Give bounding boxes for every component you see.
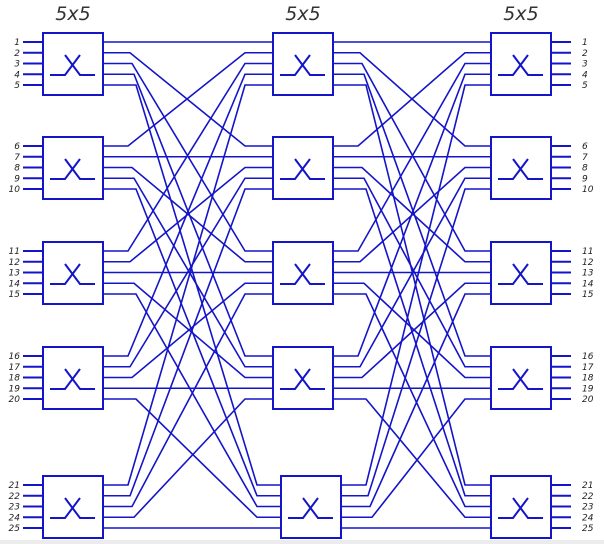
- input-label-16: 16: [9, 352, 21, 362]
- link-s2-sw5-out4: [341, 398, 491, 519]
- crosspoint-icon: [50, 54, 95, 76]
- link-s2-sw4-out1: [333, 73, 491, 357]
- output-label-9: 9: [582, 174, 588, 184]
- input-label-1: 1: [14, 38, 20, 48]
- input-label-3: 3: [14, 60, 20, 70]
- crosspoint-icon: [498, 158, 543, 180]
- crosspoint-icon: [280, 263, 325, 285]
- output-label-20: 20: [582, 395, 594, 405]
- link-s2-sw5-out1: [341, 84, 491, 486]
- output-label-23: 23: [582, 503, 594, 513]
- output-label-3: 3: [582, 60, 588, 70]
- crosspoint-icon: [498, 263, 543, 285]
- input-label-17: 17: [9, 363, 21, 373]
- output-label-19: 19: [582, 384, 594, 394]
- crosspoint-icon: [50, 158, 95, 180]
- link-s1-sw4-out3: [103, 282, 273, 379]
- link-s1-sw4-out2: [103, 177, 273, 368]
- crosspoint-icon: [50, 368, 95, 390]
- input-label-20: 20: [9, 395, 21, 405]
- input-label-11: 11: [9, 247, 20, 257]
- output-label-4: 4: [582, 70, 588, 80]
- output-label-11: 11: [582, 247, 593, 257]
- link-s1-sw3-out1: [103, 62, 273, 252]
- input-label-18: 18: [9, 374, 21, 384]
- link-s2-sw3-out5: [333, 293, 491, 508]
- input-label-12: 12: [9, 258, 21, 268]
- bottom-strip: [0, 540, 604, 544]
- input-label-24: 24: [9, 513, 21, 523]
- input-label-15: 15: [9, 290, 21, 300]
- output-label-13: 13: [582, 269, 594, 279]
- output-label-25: 25: [582, 524, 594, 534]
- input-label-4: 4: [14, 70, 20, 80]
- stage-title-1: 5x5: [55, 3, 90, 25]
- output-label-1: 1: [582, 38, 588, 48]
- link-s1-sw2-out1: [103, 51, 273, 147]
- output-label-15: 15: [582, 290, 594, 300]
- output-label-14: 14: [582, 279, 594, 289]
- output-label-18: 18: [582, 374, 594, 384]
- output-label-21: 21: [582, 481, 593, 491]
- link-s1-sw5-out4: [103, 398, 273, 519]
- link-s2-sw2-out1: [333, 51, 491, 147]
- stage-title-2: 5x5: [285, 3, 320, 25]
- link-s2-sw4-out3: [333, 282, 491, 379]
- output-label-12: 12: [582, 258, 594, 268]
- input-label-8: 8: [14, 164, 20, 174]
- crosspoint-icon: [280, 158, 325, 180]
- output-label-17: 17: [582, 363, 594, 373]
- crosspoint-icon: [498, 497, 543, 519]
- input-label-25: 25: [9, 524, 21, 534]
- input-label-19: 19: [9, 384, 21, 394]
- output-label-22: 22: [582, 492, 594, 502]
- switch-stage3-5: [490, 475, 552, 539]
- input-label-2: 2: [14, 49, 20, 59]
- input-label-10: 10: [9, 185, 21, 195]
- input-label-9: 9: [14, 174, 20, 184]
- output-label-5: 5: [582, 81, 588, 91]
- output-label-16: 16: [582, 352, 594, 362]
- output-label-24: 24: [582, 513, 594, 523]
- link-s1-sw4-out1: [103, 73, 273, 357]
- link-s2-sw1-out5: [333, 84, 491, 486]
- link-s2-sw5-out3: [341, 293, 491, 508]
- output-label-7: 7: [582, 153, 588, 163]
- input-label-6: 6: [14, 142, 20, 152]
- link-s1-sw4-out5: [103, 398, 281, 519]
- link-s1-sw5-out1: [103, 84, 273, 486]
- crosspoint-icon: [498, 54, 543, 76]
- input-label-5: 5: [14, 81, 20, 91]
- stage-title-3: 5x5: [503, 3, 538, 25]
- input-label-13: 13: [9, 269, 21, 279]
- output-label-8: 8: [582, 164, 588, 174]
- crosspoint-icon: [280, 368, 325, 390]
- link-s2-sw4-out5: [333, 398, 491, 519]
- link-s1-sw5-out3: [103, 293, 273, 508]
- input-label-23: 23: [9, 503, 21, 513]
- input-label-22: 22: [9, 492, 21, 502]
- link-s2-sw4-out2: [333, 177, 491, 368]
- crosspoint-icon: [288, 497, 333, 519]
- output-label-6: 6: [582, 142, 588, 152]
- crosspoint-icon: [50, 263, 95, 285]
- link-s2-sw3-out1: [333, 62, 491, 252]
- link-s1-sw5-out2: [103, 188, 273, 497]
- link-s1-sw3-out2: [103, 166, 273, 263]
- output-label-10: 10: [582, 185, 594, 195]
- crosspoint-icon: [280, 54, 325, 76]
- input-label-14: 14: [9, 279, 21, 289]
- crosspoint-icon: [498, 368, 543, 390]
- crosspoint-icon: [50, 497, 95, 519]
- input-label-21: 21: [9, 481, 20, 491]
- link-s2-sw2-out5: [333, 188, 491, 497]
- output-label-2: 2: [582, 49, 588, 59]
- link-s1-sw3-out5: [103, 293, 281, 508]
- link-s2-sw5-out2: [341, 188, 491, 497]
- link-s1-sw1-out2: [103, 51, 273, 147]
- input-label-7: 7: [14, 153, 20, 163]
- link-s1-sw2-out5: [103, 188, 281, 497]
